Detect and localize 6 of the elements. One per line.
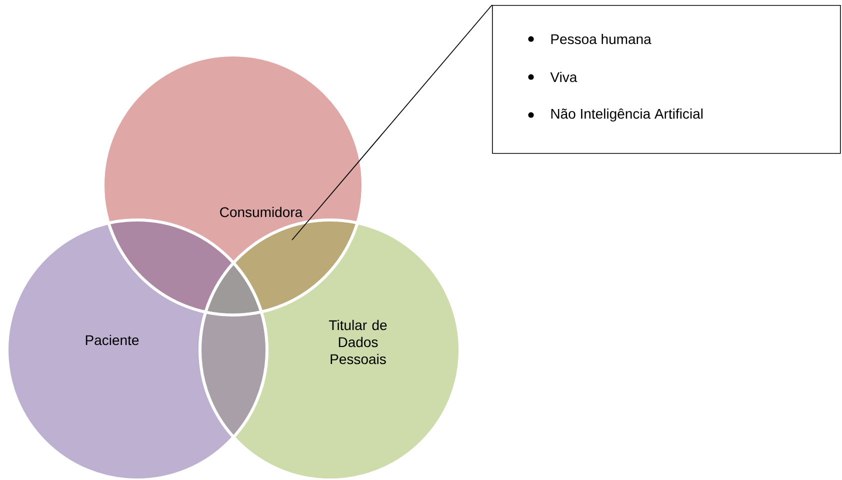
overlap-region xyxy=(234,220,358,312)
leader-line xyxy=(292,4,492,240)
list-item: Pessoa humana xyxy=(528,34,652,44)
callout-box xyxy=(492,5,841,154)
list-item: Não Inteligência Artificial xyxy=(528,108,703,122)
list-item: Viva xyxy=(528,72,578,82)
